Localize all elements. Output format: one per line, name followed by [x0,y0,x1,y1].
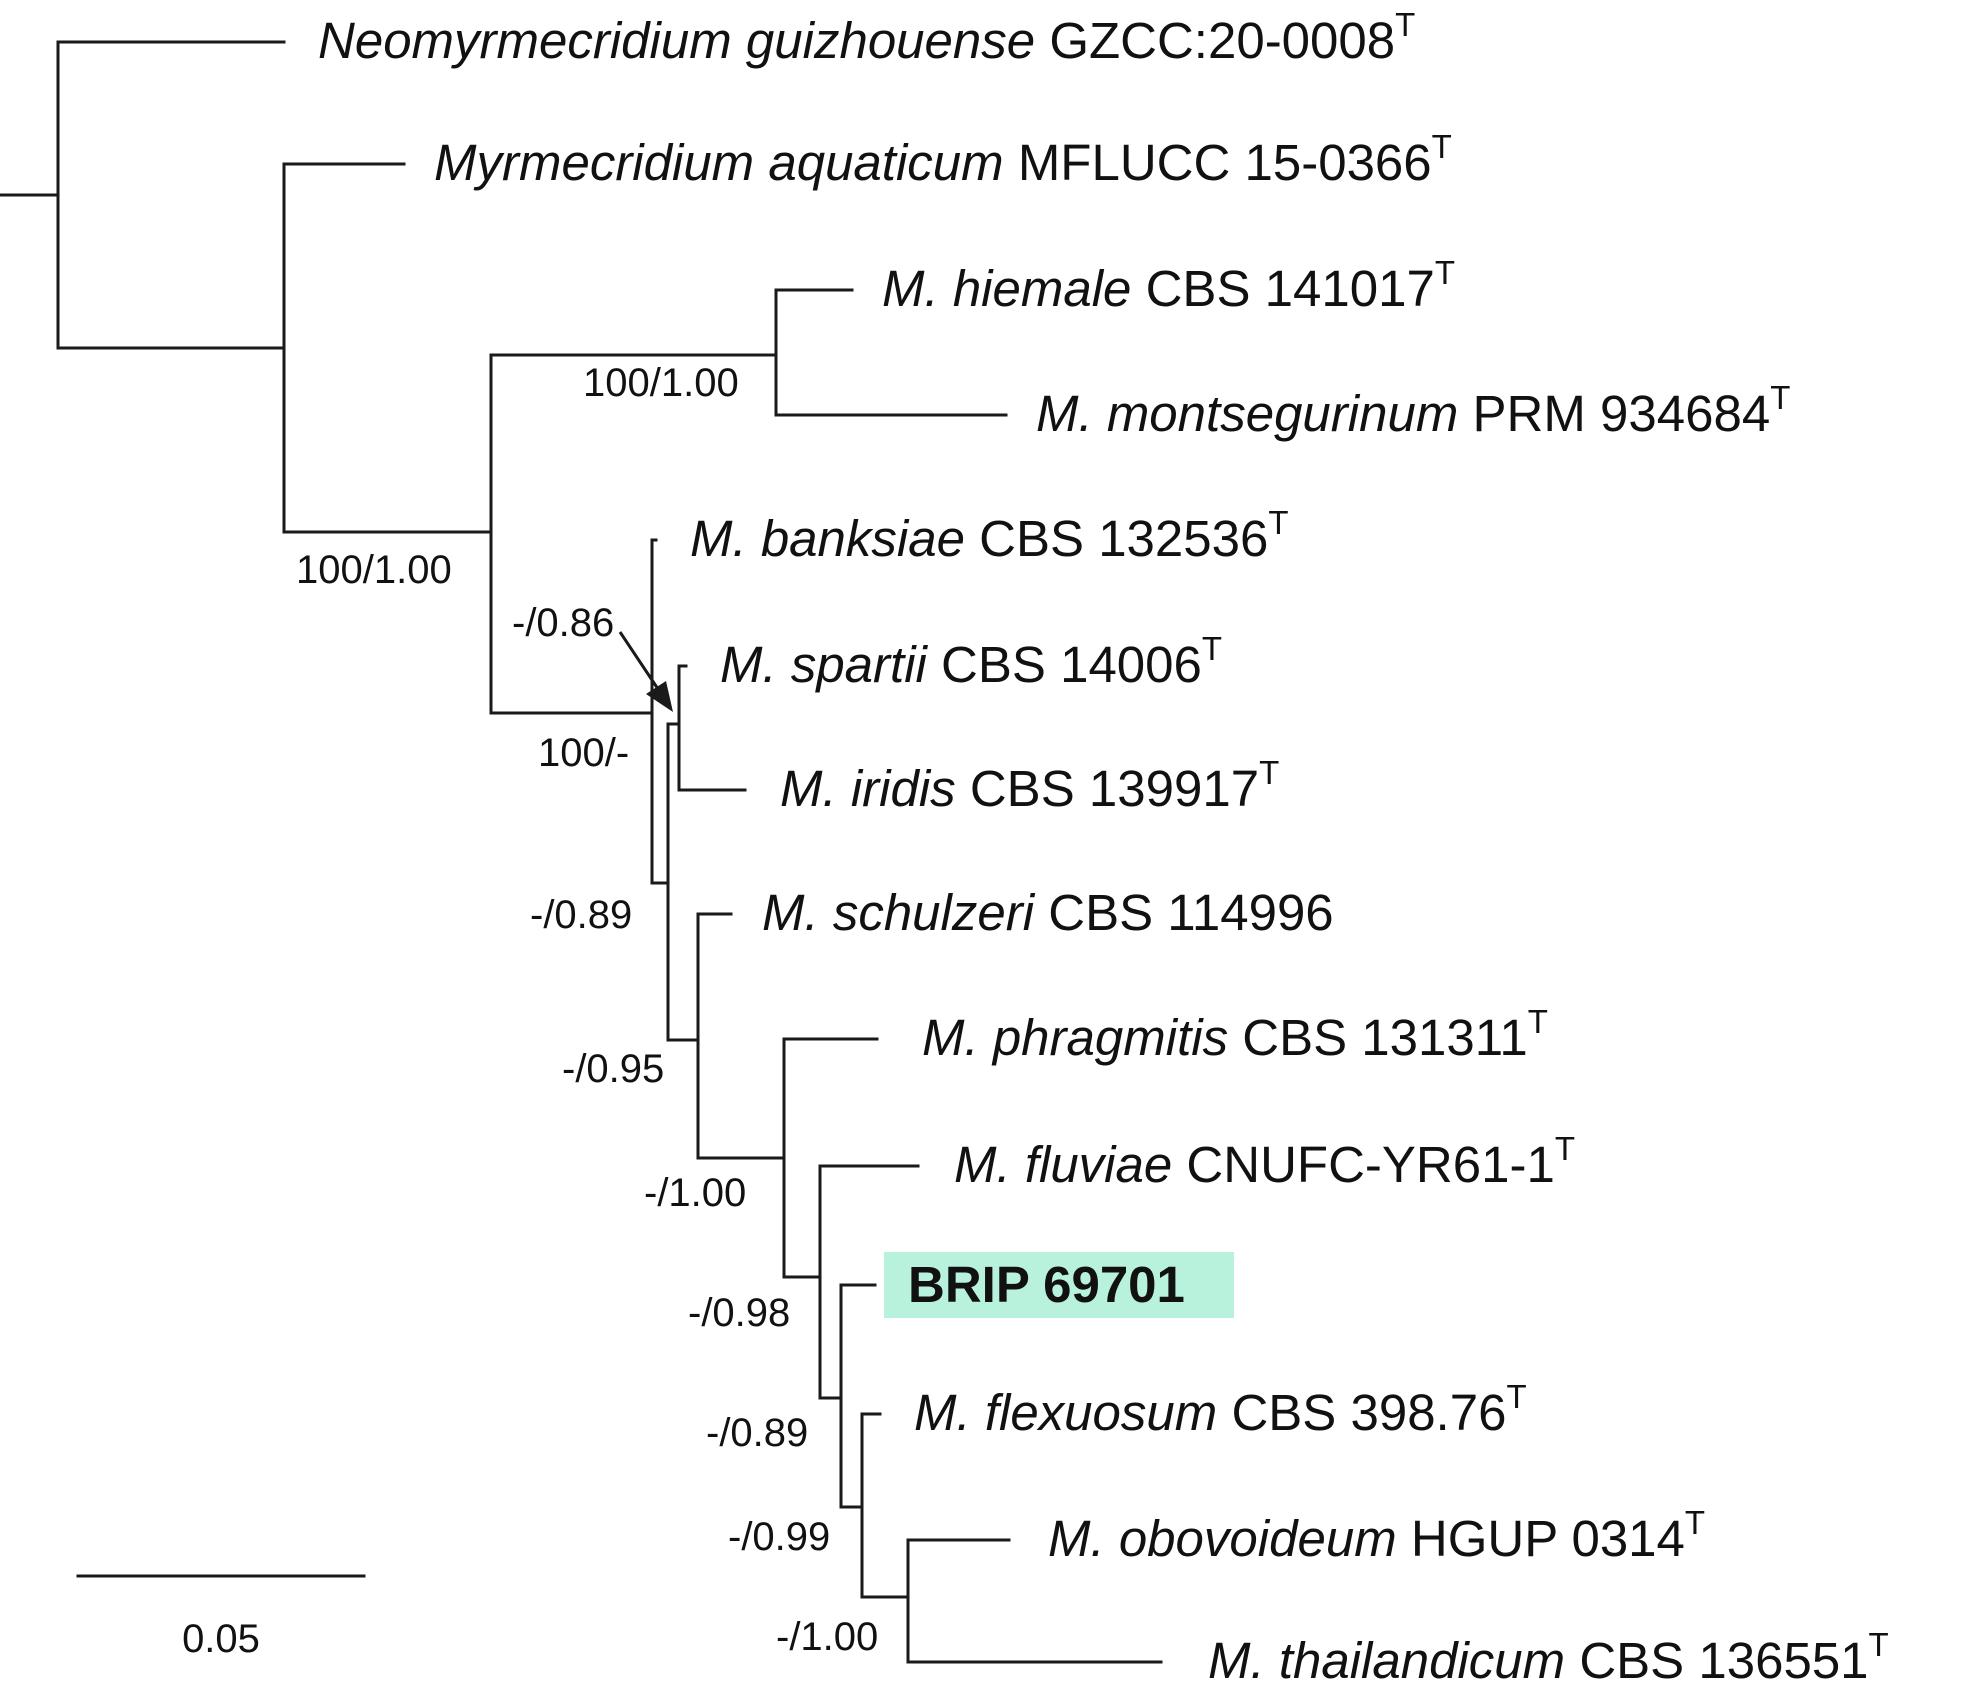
support-label: -/1.00 [644,1171,746,1215]
support-label: -/0.89 [706,1411,808,1455]
taxon-label: M. phragmitis CBS 131311T [922,1003,1548,1066]
tree-branches [0,40,1163,1664]
support-label: 100/1.00 [583,361,739,405]
taxon-label: M. fluviae CNUFC-YR61-1T [954,1130,1575,1193]
scale-bar: 0.05 [76,1574,366,1661]
taxon-label: M. iridis CBS 139917T [780,754,1279,817]
support-label: 100/1.00 [296,548,452,592]
support-label: -/0.98 [688,1291,790,1335]
support-values: 100/1.00 100/1.00 -/0.86 100/- -/0.89 -/… [296,361,878,1659]
taxon-labels: Neomyrmecridium guizhouense GZCC:20-0008… [318,6,1889,1689]
taxon-label: M. montsegurinum PRM 934684T [1036,379,1790,442]
support-label: -/0.95 [562,1047,664,1091]
support-label: -/0.89 [530,893,632,937]
taxon-label: M. spartii CBS 14006T [720,630,1222,693]
taxon-label: M. banksiae CBS 132536T [690,504,1289,567]
taxon-label: Myrmecridium aquaticum MFLUCC 15-0366T [434,128,1452,191]
support-label: -/0.99 [728,1515,830,1559]
query-label: BRIP 69701 [908,1256,1185,1313]
taxon-label: Neomyrmecridium guizhouense GZCC:20-0008… [318,6,1415,69]
scale-label: 0.05 [182,1617,260,1661]
taxon-label: M. thailandicum CBS 136551T [1208,1626,1889,1689]
taxon-label: M. flexuosum CBS 398.76T [914,1378,1527,1441]
taxon-label: M. hiemale CBS 141017T [882,254,1455,317]
taxon-label: M. obovoideum HGUP 0314T [1048,1504,1705,1567]
query-highlight [884,1252,1234,1318]
support-arrow [618,631,673,712]
support-label: -/0.86 [512,601,614,645]
taxon-label: M. schulzeri CBS 114996 [762,884,1334,941]
support-label: 100/- [538,731,629,775]
support-label: -/1.00 [776,1615,878,1659]
